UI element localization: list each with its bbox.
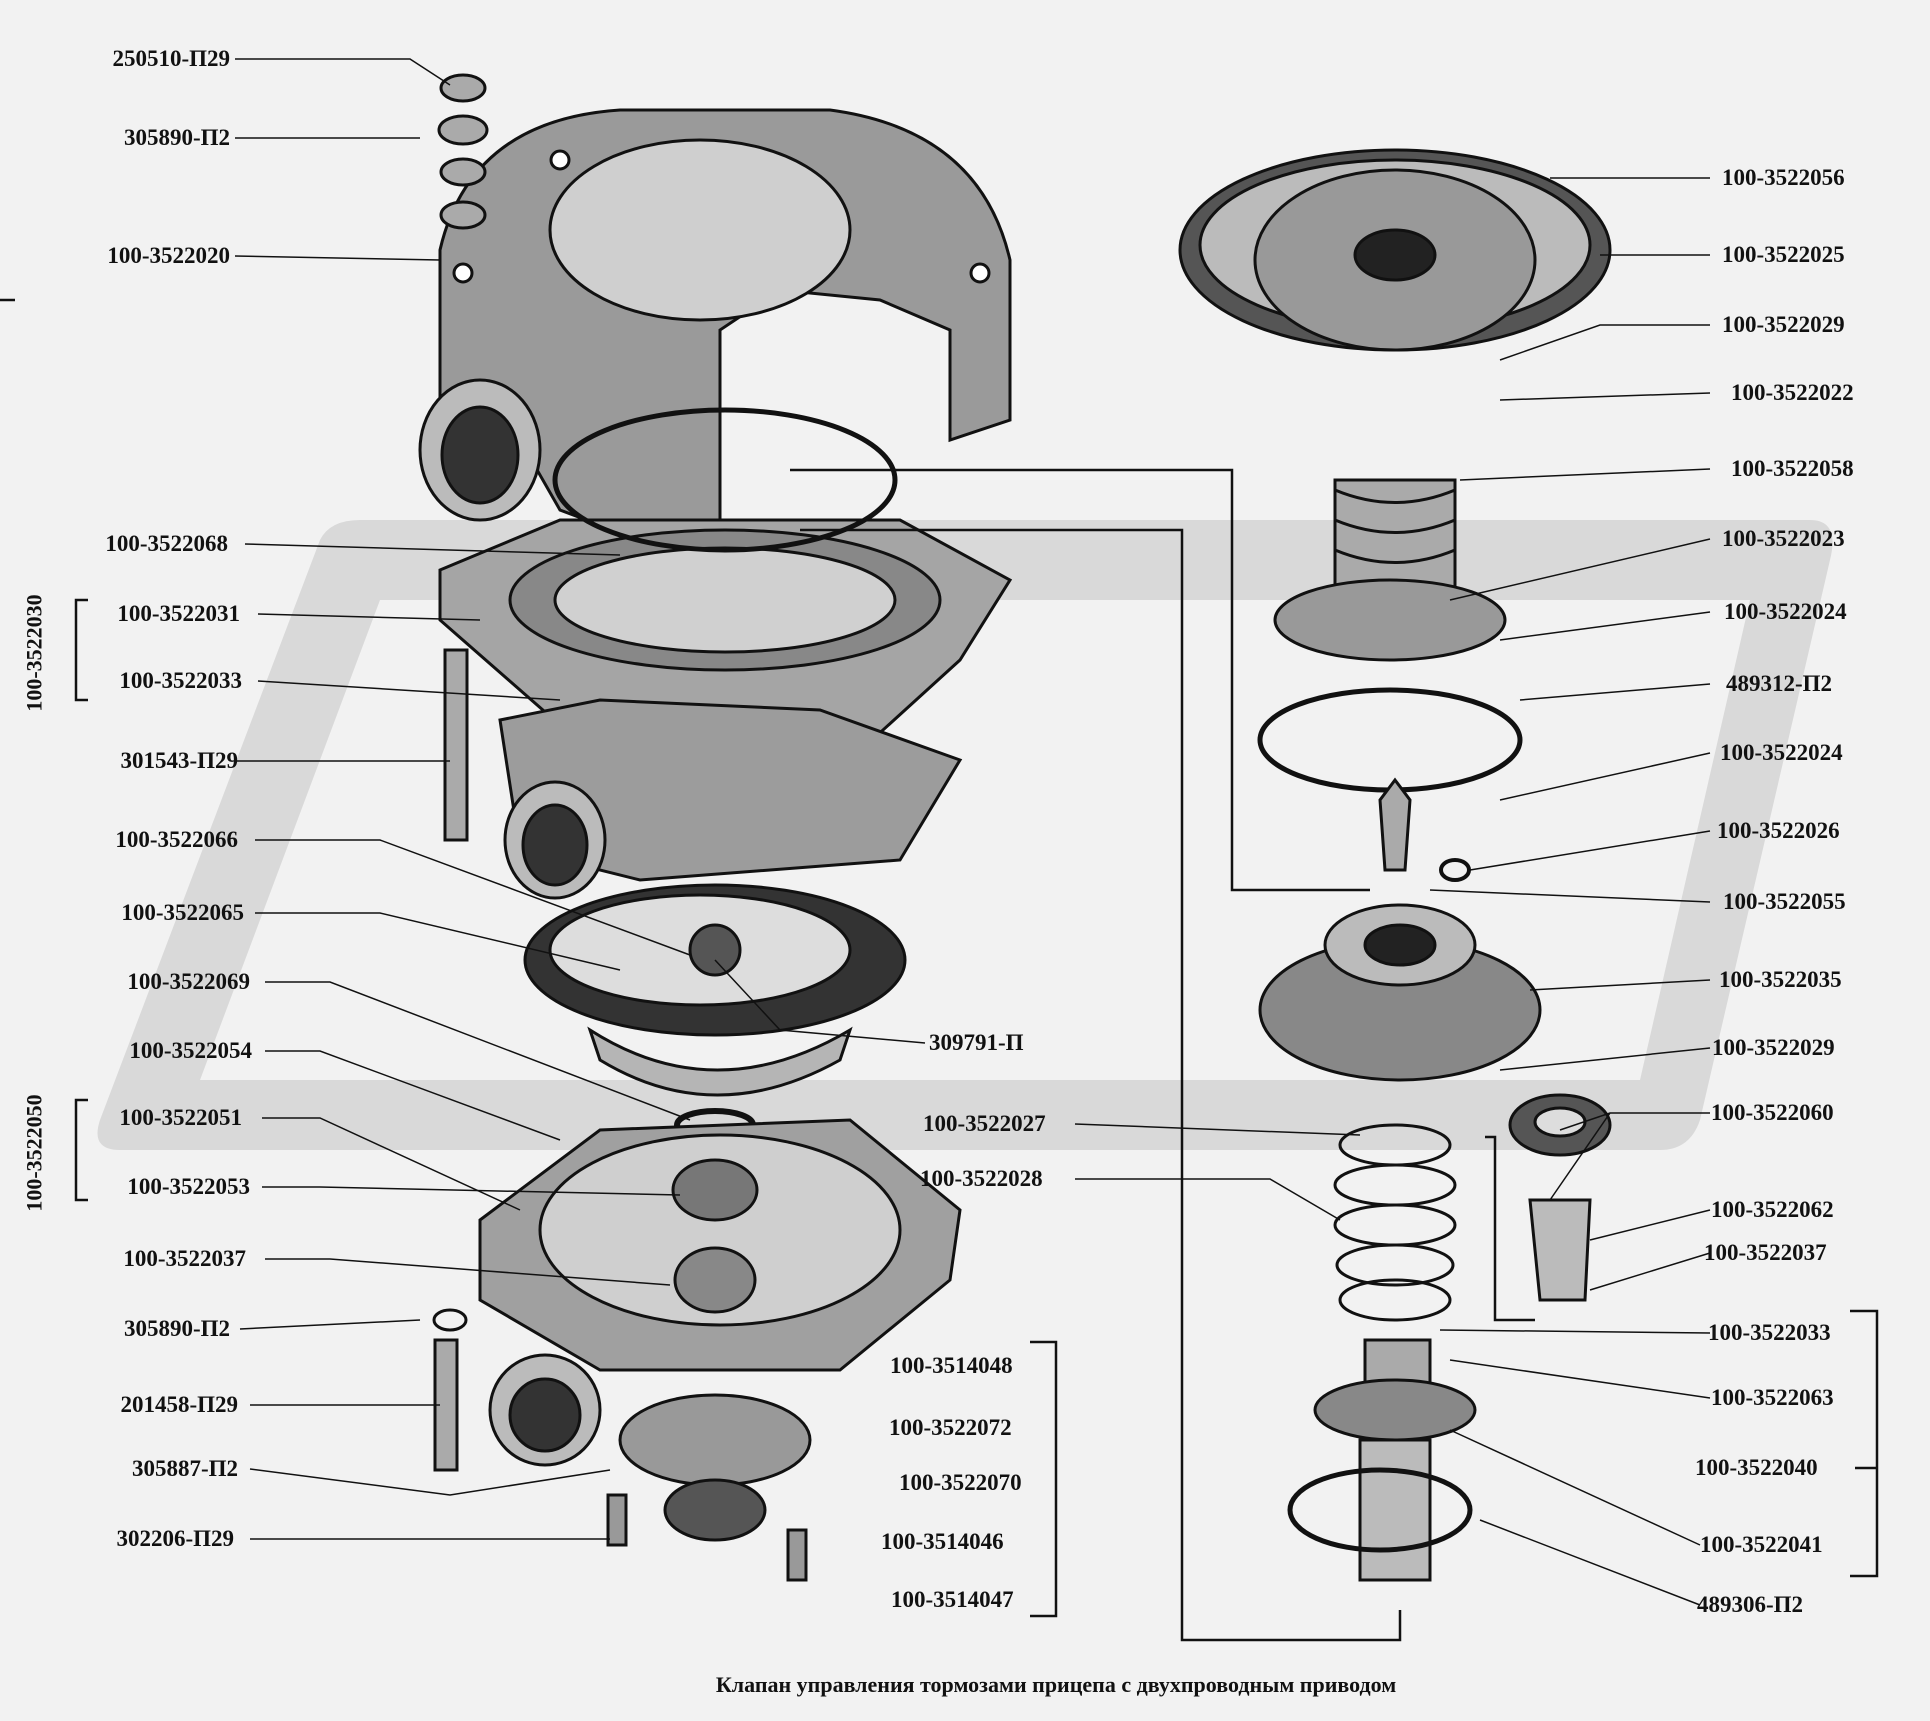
part-label: 100-3522040: [1695, 1455, 1818, 1480]
part-label: 100-3522063: [1711, 1385, 1834, 1410]
part-label: 100-3514047: [891, 1587, 1014, 1612]
part-label: 100-3522072: [889, 1415, 1012, 1440]
part-label: 100-3522029: [1722, 312, 1845, 337]
valve-body: [438, 407, 1013, 1142]
part-label: 305890-П2: [123, 1316, 230, 1341]
diagram-caption: Клапан управления тормозами прицепа с дв…: [715, 1672, 1397, 1697]
part-label: 100-3522022: [1731, 380, 1854, 405]
part-label: 100-3522069: [127, 969, 250, 994]
part-label: 100-3522020: [107, 243, 230, 268]
part-label: 100-3522033: [1708, 1320, 1831, 1345]
part-label: 100-3522024: [1720, 740, 1843, 765]
part-label: 100-3522054: [129, 1038, 252, 1063]
part-label: 100-3522026: [1717, 818, 1840, 843]
watermark-logo: [97, 520, 1833, 1150]
right-assembly: [1178, 148, 1612, 1582]
part-label: 309791-П: [929, 1030, 1024, 1055]
routing-lines: [790, 468, 1535, 1642]
upper-cover: [418, 108, 1012, 542]
group-brackets: [0, 298, 1879, 1618]
part-label: 100-3522041: [1700, 1532, 1823, 1557]
part-label: 100-3522055: [1723, 889, 1846, 914]
part-label: 100-3522031: [117, 601, 240, 626]
part-label: 100-3522023: [1722, 526, 1845, 551]
part-label: 100-3522065: [121, 900, 244, 925]
part-label: 100-3522035: [1719, 967, 1842, 992]
part-label: 489312-П2: [1726, 671, 1833, 696]
part-label: 201458-П29: [120, 1392, 238, 1417]
part-label: 100-3522033: [119, 668, 242, 693]
part-label: 302206-П29: [116, 1526, 234, 1551]
part-label: 301543-П29: [120, 748, 238, 773]
part-label: 100-3522066: [115, 827, 238, 852]
part-label: 489306-П2: [1697, 1592, 1804, 1617]
part-label: 100-3514048: [890, 1353, 1013, 1378]
part-label: 100-3522068: [105, 531, 228, 556]
group-label-upper: 100-3522030: [21, 594, 47, 712]
lower-cover: [432, 73, 962, 1582]
part-label: 100-3522037: [123, 1246, 246, 1271]
part-label: 100-3522053: [127, 1174, 250, 1199]
part-label: 100-3522037: [1704, 1240, 1827, 1265]
part-label: 100-3522025: [1722, 242, 1845, 267]
leader-lines: [234, 58, 1711, 1606]
part-label: 100-3522060: [1711, 1100, 1834, 1125]
part-label: 100-3522028: [920, 1166, 1043, 1191]
part-label: 100-3522029: [1712, 1035, 1835, 1060]
part-label: 100-3522056: [1722, 165, 1845, 190]
part-label: 305887-П2: [131, 1456, 238, 1481]
part-label: 100-3522070: [899, 1470, 1022, 1495]
part-label: 305890-П2: [123, 125, 230, 150]
part-label: 100-3522027: [923, 1111, 1046, 1136]
part-label: 100-3514046: [881, 1529, 1004, 1554]
group-label-lower: 100-3522050: [21, 1094, 47, 1212]
part-label: 250510-П29: [112, 46, 230, 71]
part-label: 100-3522058: [1731, 456, 1854, 481]
part-label: 100-3522062: [1711, 1197, 1834, 1222]
part-label: 100-3522051: [119, 1105, 242, 1130]
part-label: 100-3522024: [1724, 599, 1847, 624]
